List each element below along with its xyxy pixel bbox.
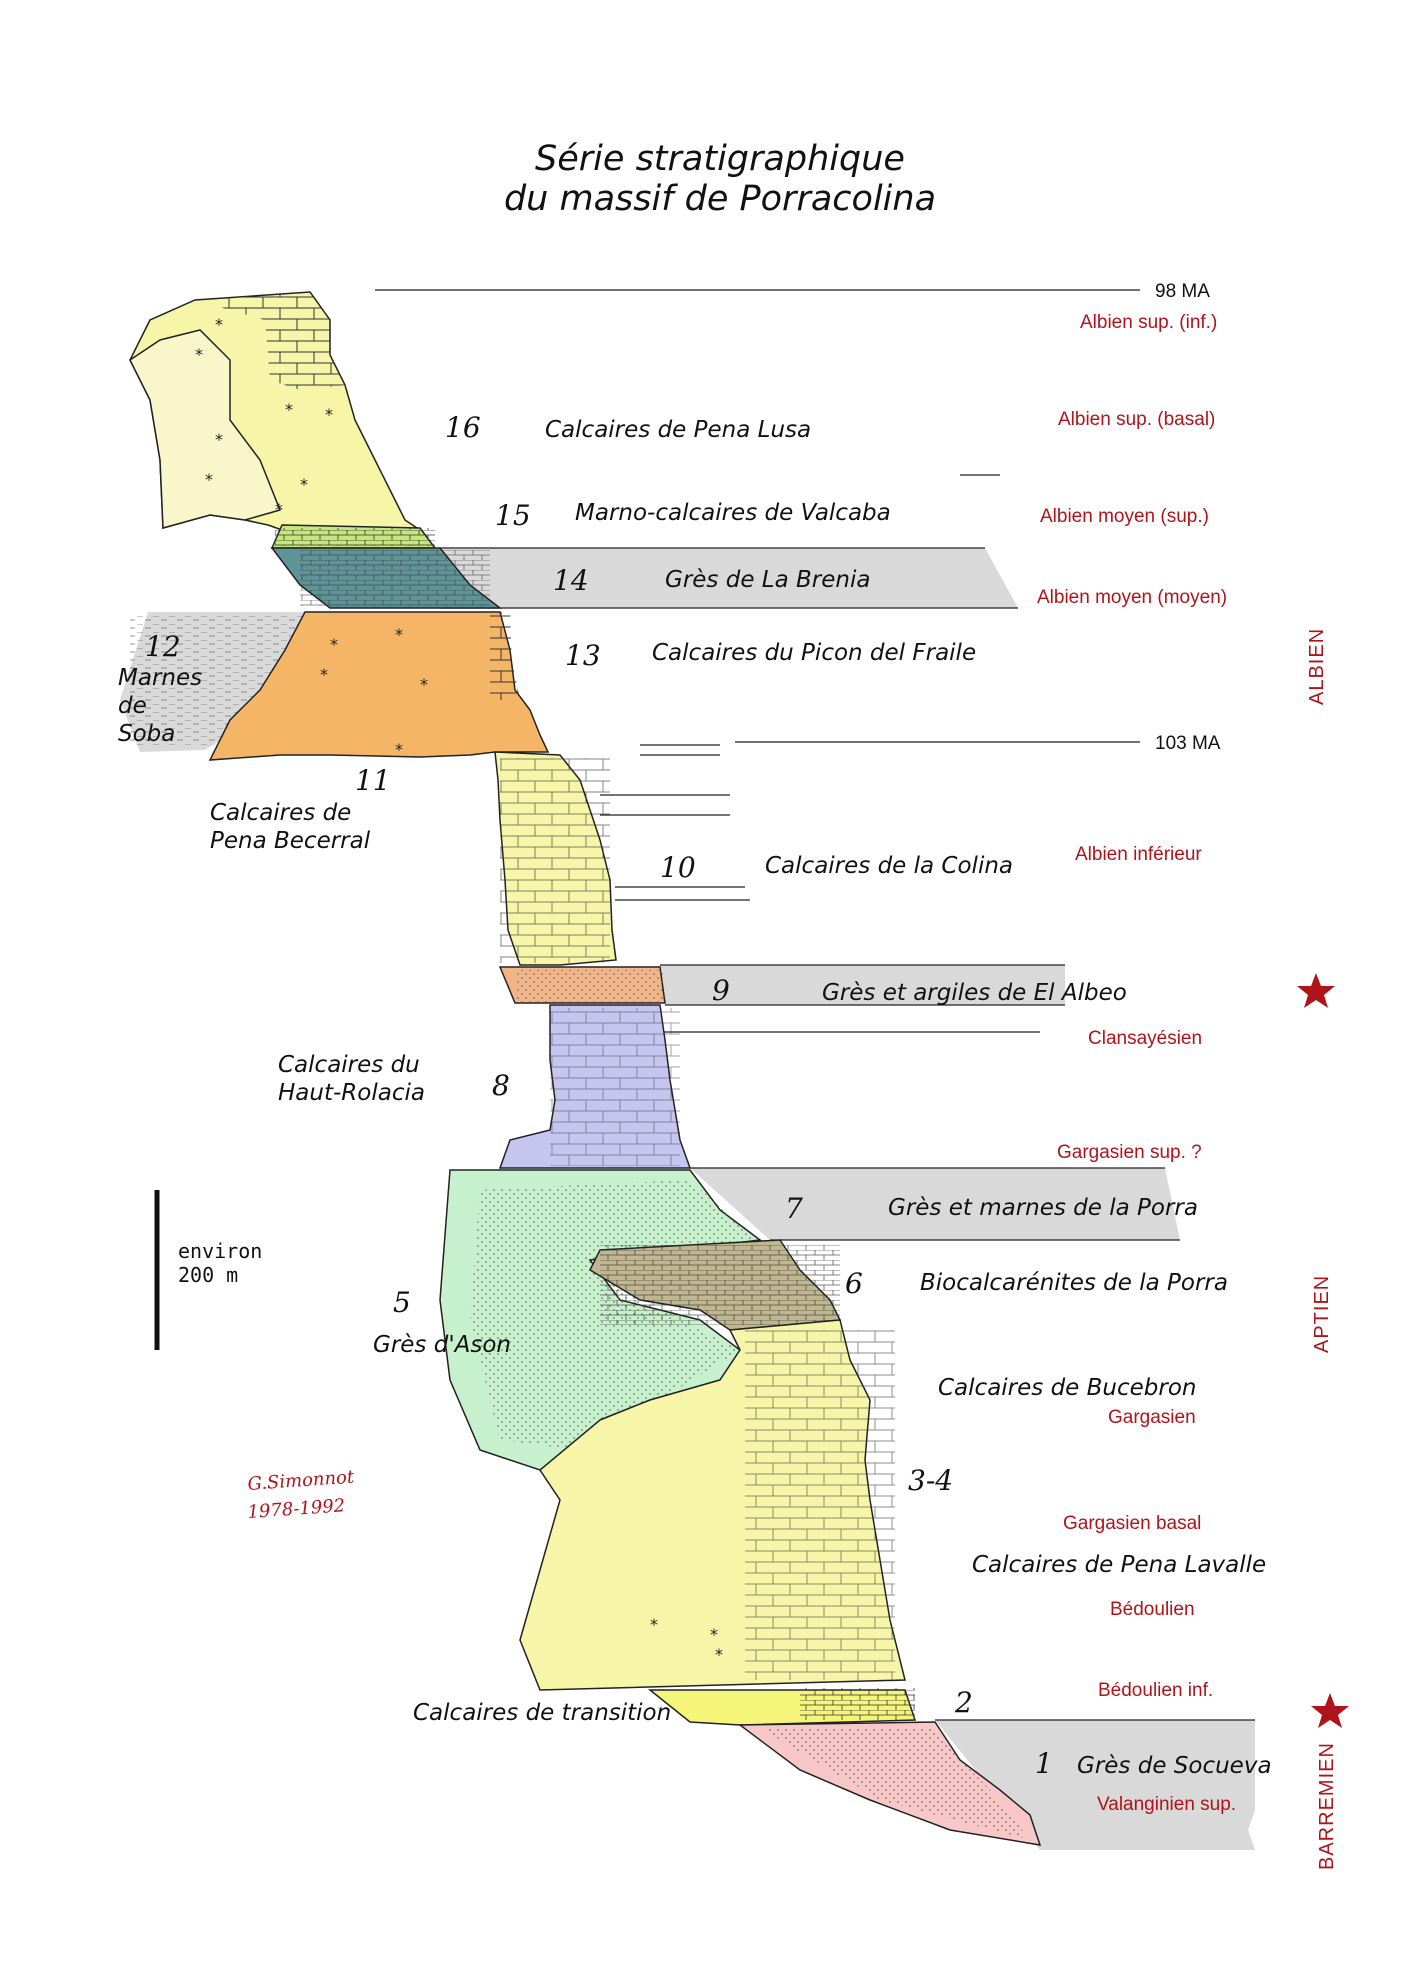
stage-albien-moyen-sup: Albien moyen (sup.) <box>1040 506 1209 527</box>
svg-text:*: * <box>285 400 293 419</box>
signature-years: 1978-1992 <box>247 1495 346 1523</box>
bucebron-name: Calcaires de Bucebron <box>938 1375 1197 1401</box>
star-icon <box>1311 1693 1349 1728</box>
unit-5-name: Grès d'Ason <box>373 1332 511 1358</box>
band-unit-7 <box>690 1168 1180 1240</box>
svg-text:*: * <box>420 675 428 694</box>
unit-9-number: 9 <box>712 974 730 1007</box>
svg-text:*: * <box>715 1645 723 1664</box>
svg-text:*: * <box>215 315 223 334</box>
signature-name: G.Simonnot <box>247 1467 356 1495</box>
svg-text:*: * <box>395 740 403 759</box>
svg-text:*: * <box>195 345 203 364</box>
svg-text:*: * <box>395 625 403 644</box>
unit-7-number: 7 <box>785 1192 803 1225</box>
unit-11-number: 11 <box>355 764 391 797</box>
stage-albien-moyen-moyen: Albien moyen (moyen) <box>1037 587 1227 608</box>
unit-16-number: 16 <box>445 411 481 444</box>
unit-15-name: Marno-calcaires de Valcaba <box>575 500 891 526</box>
system-barremien: BARREMIEN <box>1316 1742 1338 1870</box>
svg-text:*: * <box>710 1625 718 1644</box>
stage-albien-sup-inf: Albien sup. (inf.) <box>1080 312 1217 333</box>
band-unit-9 <box>660 965 1065 1005</box>
title-line-2: du massif de Porracolina <box>504 179 936 219</box>
stage-bedoulien-inf: Bédoulien inf. <box>1098 1680 1213 1701</box>
stage-bedoulien: Bédoulien <box>1110 1599 1195 1620</box>
fossil-marks: *** *** ** *** ** *** <box>195 315 723 1664</box>
column <box>129 291 1042 1846</box>
unit-3-4-name: Calcaires de Pena Lavalle <box>972 1552 1266 1578</box>
star-icon <box>1297 973 1335 1008</box>
unit-labels: 16 Calcaires de Pena Lusa 15 Marno-calca… <box>118 411 1272 1780</box>
age-103-ma: 103 MA <box>1155 733 1221 754</box>
unit-13-name: Calcaires du Picon del Fraile <box>652 640 976 666</box>
scale-label-1: environ <box>178 1239 262 1263</box>
svg-text:*: * <box>300 475 308 494</box>
unit-5-number: 5 <box>393 1286 411 1319</box>
unit-7-name: Grès et marnes de la Porra <box>888 1195 1198 1221</box>
stage-albien-inferieur: Albien inférieur <box>1075 844 1202 865</box>
stage-clansayesien: Clansayésien <box>1088 1028 1202 1049</box>
svg-text:*: * <box>215 430 223 449</box>
unit-15-number: 15 <box>495 499 531 532</box>
system-albien: ALBIEN <box>1306 628 1328 705</box>
unit-9-name: Grès et argiles de El Albeo <box>822 980 1127 1006</box>
svg-text:*: * <box>275 500 283 519</box>
title-line-1: Série stratigraphique <box>535 139 905 179</box>
unit-1-number: 1 <box>1035 1747 1053 1780</box>
unit-2-number: 2 <box>954 1686 973 1719</box>
stage-gargasien-sup: Gargasien sup. ? <box>1057 1142 1202 1163</box>
unit-8-name-2: Haut-Rolacia <box>278 1080 425 1106</box>
stage-valanginien-sup: Valanginien sup. <box>1097 1794 1236 1815</box>
unit-11-name-1: Calcaires de <box>210 800 351 826</box>
unit-10-number: 10 <box>660 851 696 884</box>
reference-lines <box>375 289 1255 1721</box>
unit-13-number: 13 <box>565 639 601 672</box>
scale-label-2: 200 m <box>178 1263 238 1287</box>
stage-albien-sup-basal: Albien sup. (basal) <box>1058 409 1215 430</box>
svg-text:*: * <box>325 405 333 424</box>
layer-unit-16-pale <box>129 329 282 529</box>
unit-10-name: Calcaires de la Colina <box>765 853 1013 879</box>
unit-14-name: Grès de La Brenia <box>665 567 870 593</box>
unit-12-name-1: Marnes <box>118 665 202 691</box>
unit-8-name-1: Calcaires du <box>278 1052 420 1078</box>
svg-text:*: * <box>320 665 328 684</box>
unit-6-name: Biocalcarénites de la Porra <box>920 1270 1228 1296</box>
unit-8-number: 8 <box>492 1069 510 1102</box>
unit-14-number: 14 <box>553 564 589 597</box>
unit-12-number: 12 <box>145 630 181 663</box>
age-98-ma: 98 MA <box>1155 281 1210 302</box>
system-aptien: APTIEN <box>1311 1275 1333 1353</box>
svg-text:*: * <box>205 470 213 489</box>
unit-16-name: Calcaires de Pena Lusa <box>545 417 811 443</box>
unit-2-name: Calcaires de transition <box>413 1700 671 1726</box>
stage-labels: Albien sup. (inf.) Albien sup. (basal) A… <box>1037 312 1236 1815</box>
unit-3-4-number: 3-4 <box>908 1464 953 1497</box>
svg-text:*: * <box>330 635 338 654</box>
svg-text:*: * <box>650 1615 658 1634</box>
unit-12-name-2: de <box>118 693 147 719</box>
stage-gargasien: Gargasien <box>1108 1407 1196 1428</box>
unit-1-name: Grès de Socueva <box>1077 1753 1272 1779</box>
unit-12-name-3: Soba <box>118 721 175 747</box>
stage-gargasien-basal: Gargasien basal <box>1063 1513 1201 1534</box>
band-unit-14 <box>440 548 1018 608</box>
unit-11-name-2: Pena Becerral <box>210 828 371 854</box>
unit-6-number: 6 <box>845 1267 863 1300</box>
